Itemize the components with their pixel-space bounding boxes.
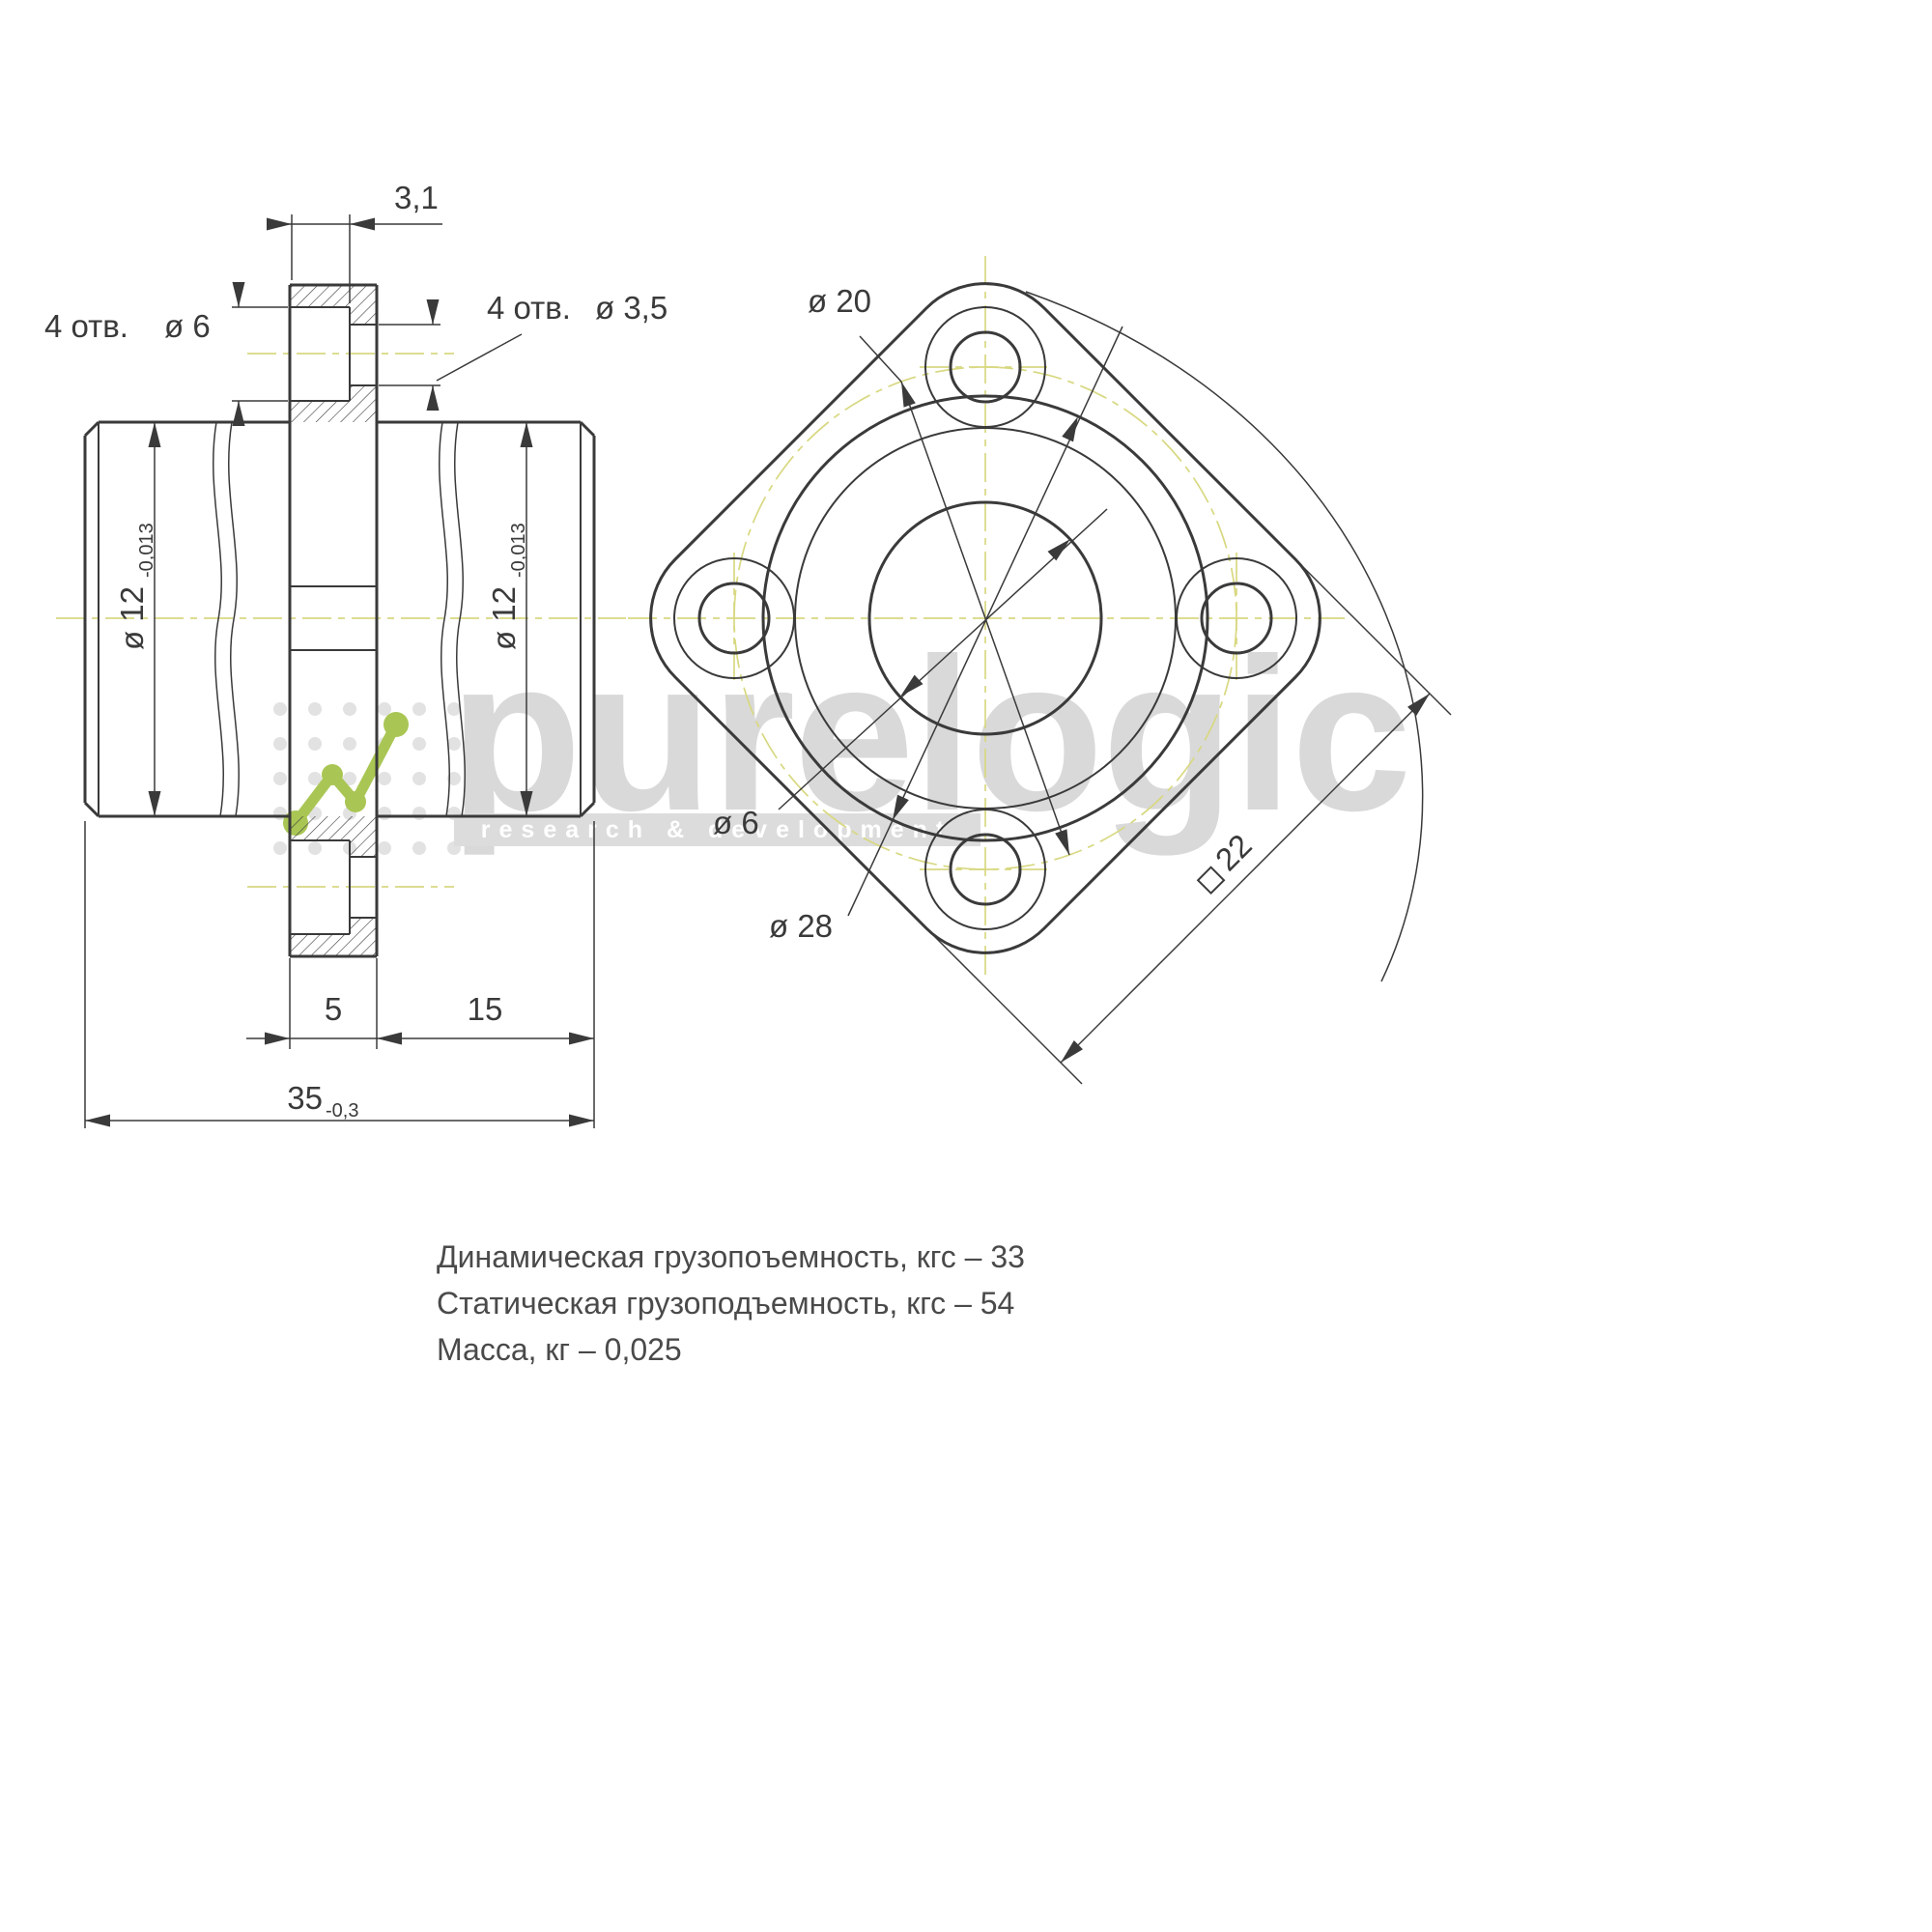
- spec-block: Динамическая грузопоъемность, кгс – 33 С…: [437, 1239, 1025, 1367]
- dim-35-tol-text: -0,3: [326, 1100, 358, 1122]
- label-4-holes-dia35: 4 отв. ø 3,5: [379, 290, 668, 411]
- flange-section: [288, 283, 379, 958]
- watermark: purelogic research & development: [273, 612, 1412, 856]
- spec-line-2: Статическая грузоподъемность, кгс – 54: [437, 1286, 1014, 1321]
- side-view: 3,1 4 отв. ø 6 4 отв. ø 3,5: [44, 180, 668, 1128]
- section-hatching: [290, 285, 377, 956]
- spec-line-3: Масса, кг – 0,025: [437, 1332, 682, 1367]
- dia12-right-text: ø 12: [486, 586, 522, 650]
- dim-3-1-text: 3,1: [394, 180, 439, 215]
- right-sleeve-outline: [377, 420, 596, 818]
- dia12-left-tol-text: -0,013: [136, 523, 157, 578]
- dim-dia12-left: ø 12 -0,013: [114, 422, 161, 816]
- dim-5-and-15: 5 15: [246, 821, 595, 1128]
- holes-right-dia-text: ø 3,5: [595, 290, 668, 326]
- holes-left-qty-text: 4 отв.: [44, 308, 128, 344]
- square-symbol-icon: [1196, 866, 1226, 895]
- dim-35: 35 -0,3: [84, 821, 594, 1128]
- dia28-text: ø 28: [769, 908, 833, 944]
- dim-dia20: ø 20: [808, 283, 1076, 858]
- phantom-arc: [1025, 291, 1424, 982]
- dia20-text: ø 20: [808, 283, 871, 319]
- dim-35-text: 35: [287, 1080, 323, 1116]
- dim-5-text: 5: [325, 991, 342, 1027]
- left-sleeve-outline: [83, 420, 290, 818]
- dim-15-text: 15: [468, 991, 503, 1027]
- front-view: ø 20 ø 28 ø 6 22: [628, 256, 1452, 1085]
- dia12-right-tol-text: -0,013: [508, 523, 529, 578]
- holes-right-qty-text: 4 отв.: [487, 290, 571, 326]
- dim-3-1: 3,1: [267, 180, 442, 303]
- label-4-holes-dia6: 4 отв. ø 6: [44, 282, 288, 426]
- dim-dia6: ø 6: [713, 508, 1108, 840]
- dia6-text: ø 6: [713, 805, 759, 840]
- spec-line-1: Динамическая грузопоъемность, кгс – 33: [437, 1239, 1025, 1274]
- dim-dia12-right: ø 12 -0,013: [486, 422, 533, 816]
- holes-left-dia-text: ø 6: [164, 308, 211, 344]
- dia12-left-text: ø 12: [114, 586, 150, 650]
- center-bore-circles: [761, 394, 1209, 842]
